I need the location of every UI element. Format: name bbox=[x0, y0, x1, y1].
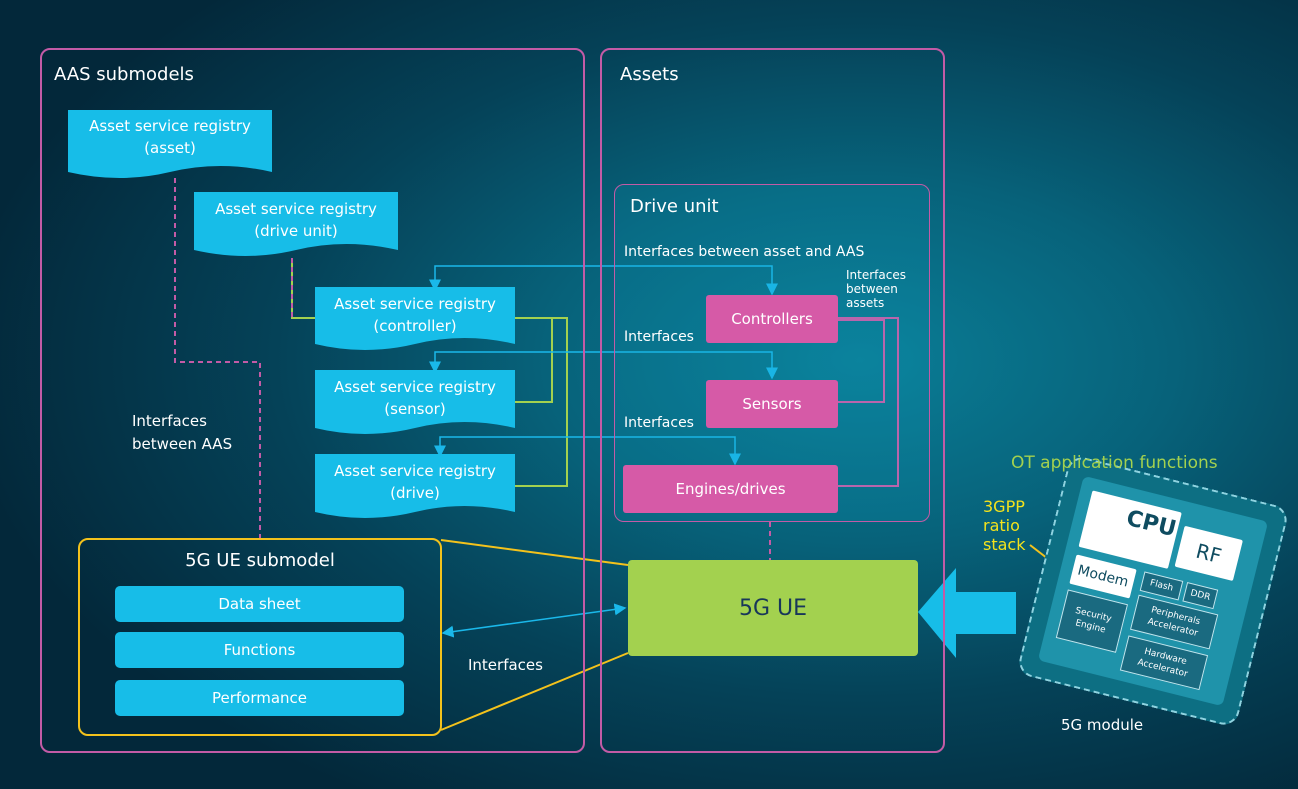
performance-item[interactable]: Performance bbox=[115, 680, 404, 716]
aas-connector-lines bbox=[174, 178, 771, 560]
label-line: between bbox=[846, 282, 898, 296]
interfaces-label-ue: Interfaces bbox=[468, 656, 543, 674]
label-line: 3GPP bbox=[983, 497, 1025, 516]
functions-item[interactable]: Functions bbox=[115, 632, 404, 668]
registry-sublabel: (drive unit) bbox=[254, 222, 338, 240]
interfaces-between-aas-label: Interfaces between AAS bbox=[132, 410, 232, 456]
label-line: assets bbox=[846, 296, 885, 310]
registry-asset[interactable]: Asset service registry (asset) bbox=[68, 115, 272, 159]
label-line: Interfaces bbox=[132, 412, 207, 430]
registry-sublabel: (asset) bbox=[144, 139, 196, 157]
ue-box[interactable]: 5G UE bbox=[628, 560, 918, 656]
interfaces-asset-aas-label: Interfaces between asset and AAS bbox=[624, 244, 865, 260]
registry-drive-unit[interactable]: Asset service registry (drive unit) bbox=[194, 198, 398, 242]
asset-link-lines bbox=[838, 317, 899, 487]
registry-sensor[interactable]: Asset service registry (sensor) bbox=[315, 376, 515, 420]
interfaces-label-engines: Interfaces bbox=[624, 415, 694, 431]
registry-controller[interactable]: Asset service registry (controller) bbox=[315, 293, 515, 337]
engines-drives-box[interactable]: Engines/drives bbox=[623, 465, 838, 513]
submodel-ue-lines bbox=[440, 539, 629, 731]
radio-stack-label: 3GPP ratio stack bbox=[983, 497, 1025, 554]
registry-label: Asset service registry bbox=[334, 378, 496, 396]
aas-submodels-panel bbox=[40, 48, 585, 753]
registry-sublabel: (sensor) bbox=[384, 400, 446, 418]
interfaces-label-sensors: Interfaces bbox=[624, 329, 694, 345]
module-to-ue-arrow bbox=[918, 568, 1016, 658]
sensors-box[interactable]: Sensors bbox=[706, 380, 838, 428]
registry-label: Asset service registry bbox=[334, 295, 496, 313]
registry-label: Asset service registry bbox=[215, 200, 377, 218]
registry-label: Asset service registry bbox=[89, 117, 251, 135]
data-sheet-item[interactable]: Data sheet bbox=[115, 586, 404, 622]
ue-submodel-panel bbox=[78, 538, 442, 736]
controllers-box[interactable]: Controllers bbox=[706, 295, 838, 343]
registry-sublabel: (controller) bbox=[373, 317, 457, 335]
drive-unit-title: Drive unit bbox=[630, 196, 719, 217]
label-line: ratio bbox=[983, 516, 1020, 535]
assets-panel-title: Assets bbox=[620, 64, 679, 85]
aas-panel-title: AAS submodels bbox=[54, 64, 194, 85]
registry-label: Asset service registry bbox=[334, 462, 496, 480]
module-caption: 5G module bbox=[1061, 716, 1144, 734]
label-line: stack bbox=[983, 535, 1026, 554]
registry-sublabel: (drive) bbox=[390, 484, 440, 502]
registry-drive[interactable]: Asset service registry (drive) bbox=[315, 460, 515, 504]
label-line: between AAS bbox=[132, 435, 233, 453]
interfaces-between-assets-label: Interfaces between assets bbox=[846, 268, 906, 310]
label-line: Interfaces bbox=[846, 268, 906, 282]
ot-application-label: OT application functions bbox=[1011, 453, 1218, 473]
ue-submodel-title: 5G UE submodel bbox=[185, 550, 335, 571]
interface-arrows bbox=[429, 265, 778, 638]
assets-panel bbox=[600, 48, 945, 753]
